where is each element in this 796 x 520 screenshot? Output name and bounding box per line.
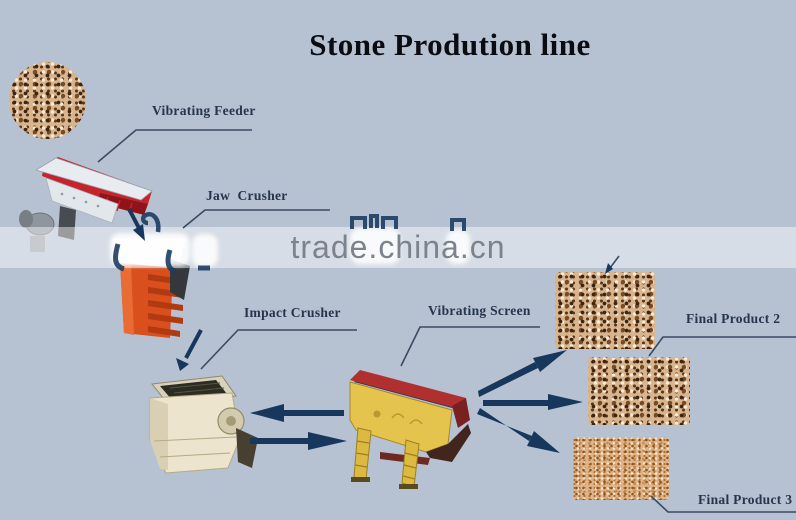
final-product-2-pile-photo [588,357,690,425]
watermark-erase-blob [350,228,400,264]
final-product-1-pile-photo [555,272,655,349]
vibrating-feeder-illustration [19,157,153,252]
vibrating-screen-label: Vibrating Screen [428,303,531,318]
watermark-band: trade.china.cn [0,227,796,268]
label-leader-lines [97,129,796,513]
page-title: Stone Prodution line [309,27,591,62]
impact-crusher-label: Impact Crusher [244,305,341,320]
feeder-leader-line [97,129,252,163]
watermark-erase-blob [192,234,218,267]
watermark-erase-blob [110,233,190,266]
screen-to-product1-arrow-icon [478,350,567,397]
fp1-leader-line [609,255,620,269]
jaw-crusher-label: Jaw Crusher [206,188,288,203]
fp2-leader-line [648,336,796,357]
impact-to-screen-arrow-icon [250,432,347,450]
watermark-text: trade.china.cn [290,229,506,265]
jaw-leader-line [182,209,330,229]
raw-stone-pile-photo [9,62,86,139]
screen-leader-line [400,326,540,367]
fp3-leader-line [650,495,796,513]
impact-crusher-illustration [149,375,258,474]
impact-leader-line [200,329,357,370]
final-product-3-pile-photo [573,437,669,500]
vibrating-feeder-label: Vibrating Feeder [152,103,256,118]
feeder-to-jaw-arrow-icon [127,208,145,241]
vibrating-screen-illustration [349,370,471,489]
final-product-2-label: Final Product 2 [686,311,781,326]
flow-arrows [127,208,613,453]
product1-pointer-icon [605,263,613,274]
screen-to-product3-arrow-icon [477,408,560,453]
screen-to-impact-arrow-icon [250,404,344,422]
watermark-erase-blob [446,230,470,264]
watermark-letter-fragments [113,212,466,274]
jaw-to-impact-arrow-icon [176,329,203,371]
screen-to-product2-arrow-icon [483,394,583,410]
final-product-3-label: Final Product 3 [698,492,793,507]
